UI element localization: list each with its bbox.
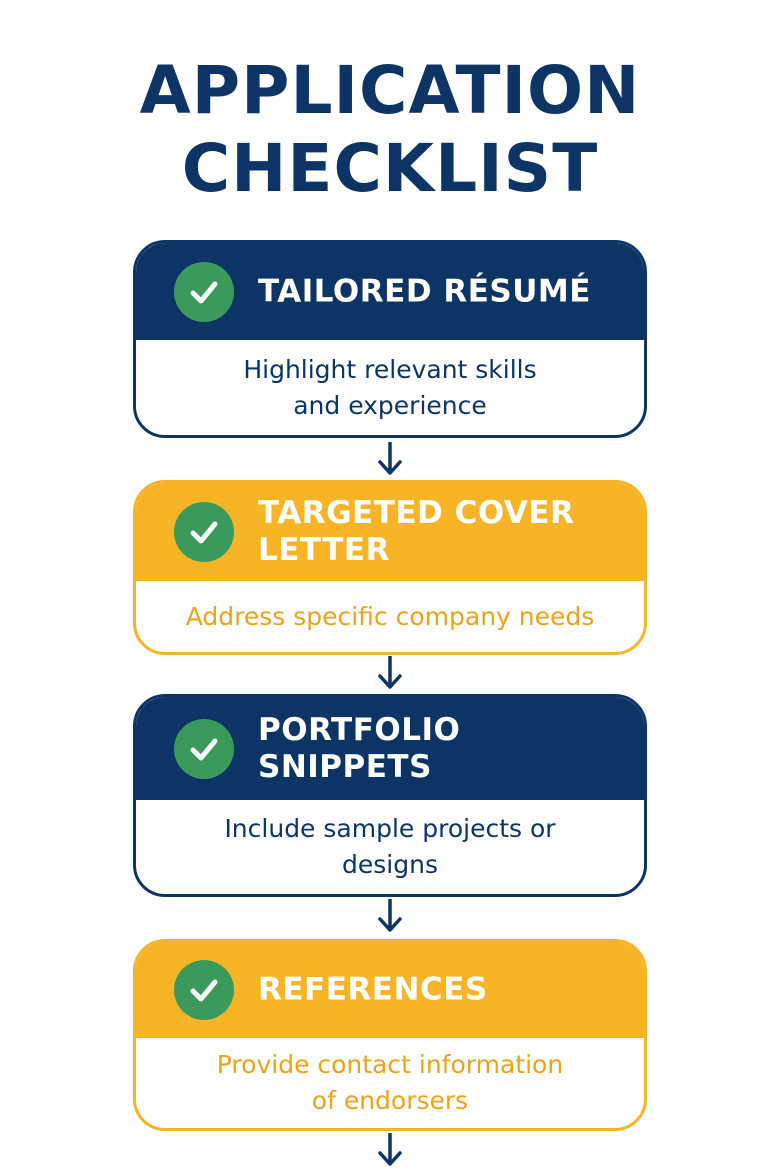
step-title-line: TAILORED RÉSUMÉ bbox=[258, 273, 591, 309]
down-arrow-icon bbox=[376, 442, 404, 476]
down-arrow-icon bbox=[376, 1133, 404, 1167]
step-description-line: designs bbox=[342, 850, 438, 879]
step-card-portfolio-snippets: PORTFOLIO SNIPPETS Include sample projec… bbox=[133, 694, 647, 897]
step-title-line: REFERENCES bbox=[258, 971, 488, 1008]
page-title-line-2: CHECKLIST bbox=[181, 130, 599, 207]
step-title-line: TARGETED COVER bbox=[258, 495, 575, 531]
check-circle-icon bbox=[174, 718, 234, 779]
check-circle-icon bbox=[174, 960, 234, 1020]
step-title-line: SNIPPETS bbox=[258, 748, 432, 785]
step-card-targeted-cover-letter: TARGETED COVER LETTER Address specific c… bbox=[133, 480, 647, 655]
check-circle-icon bbox=[174, 261, 234, 322]
step-card-tailored-resume: TAILORED RÉSUMÉ Highlight relevant skill… bbox=[133, 240, 647, 438]
step-description: Highlight relevant skills and experience bbox=[136, 340, 644, 435]
step-description-line: Include sample projects or bbox=[224, 814, 556, 843]
down-arrow-icon bbox=[376, 899, 404, 933]
step-card-header: TARGETED COVER LETTER bbox=[136, 483, 644, 581]
step-description-line: and experience bbox=[293, 390, 487, 420]
step-title: REFERENCES bbox=[258, 972, 628, 1009]
step-card-header: PORTFOLIO SNIPPETS bbox=[136, 697, 644, 800]
page-title-line-1: APPLICATION bbox=[139, 52, 641, 129]
check-circle-icon bbox=[174, 502, 234, 562]
step-title-line: PORTFOLIO bbox=[258, 711, 461, 748]
step-title: PORTFOLIO SNIPPETS bbox=[258, 712, 628, 786]
step-title-line: LETTER bbox=[258, 532, 390, 568]
step-description-line: of endorsers bbox=[311, 1086, 469, 1115]
step-card-references: REFERENCES Provide contact information o… bbox=[133, 939, 647, 1131]
step-description: Address specific company needs bbox=[136, 581, 644, 652]
step-description-line: Address specific company needs bbox=[185, 601, 595, 631]
step-title: TAILORED RÉSUMÉ bbox=[258, 273, 628, 310]
step-description: Include sample projects or designs bbox=[136, 800, 644, 894]
step-card-header: TAILORED RÉSUMÉ bbox=[136, 243, 644, 340]
down-arrow-icon bbox=[376, 656, 404, 690]
step-description-line: Provide contact information bbox=[216, 1050, 564, 1079]
page-title: APPLICATION CHECKLIST bbox=[0, 52, 780, 208]
step-description-line: Highlight relevant skills bbox=[243, 354, 537, 384]
step-title: TARGETED COVER LETTER bbox=[258, 495, 628, 569]
step-description: Provide contact information of endorsers bbox=[136, 1038, 644, 1128]
step-card-header: REFERENCES bbox=[136, 942, 644, 1038]
